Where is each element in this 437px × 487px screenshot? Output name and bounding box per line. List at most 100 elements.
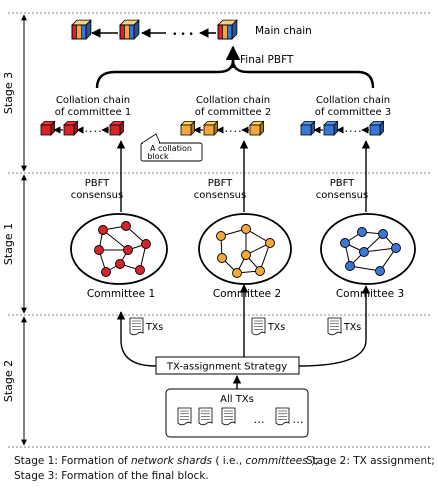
all-txs-document-icon-4 (275, 407, 290, 426)
committee-1-node (101, 267, 111, 277)
committees: Committee 1 Committee 2 Committee 3 (70, 213, 416, 300)
committee-2-node (241, 250, 251, 260)
committee-1-edge (102, 229, 129, 251)
committee-boundary-1 (70, 213, 168, 285)
all-txs-documents (177, 407, 290, 426)
final-pbft-brace (95, 59, 375, 89)
all-txs-ellipsis-1: … (254, 413, 265, 426)
txs-label-2: TXs (267, 322, 285, 333)
committee-2-node (265, 238, 275, 248)
pbft-label-3-line2: consensus (316, 190, 368, 201)
collation-block-2-a (180, 120, 196, 136)
collation-chain-title-2: Collation chain (196, 95, 270, 106)
committee-1-node (141, 239, 151, 249)
tx-arrow-committee-3 (298, 285, 371, 367)
callout-pointer (140, 133, 161, 144)
pbft-label-1-line1: PBFT (85, 178, 110, 189)
collation-block-2-c (249, 120, 265, 136)
caption-italic-network-shards: network shards (131, 455, 213, 467)
committee-2-node (217, 253, 227, 263)
committee-3: Committee 3 (320, 213, 416, 300)
main-chain-ellipsis: • • • (172, 30, 194, 40)
collation-chain-subtitle-3: of committee 3 (315, 107, 391, 118)
committee-2-edge (259, 242, 271, 272)
committee-3-node (345, 261, 355, 271)
collation-chain-subtitle-1: of committee 1 (55, 107, 131, 118)
caption-italic-committees: committees (245, 455, 308, 467)
stage3-label: Stage 3 (2, 72, 15, 114)
pbft-label-3-line1: PBFT (330, 178, 355, 189)
committee-1-node (135, 265, 145, 275)
collation-ellipsis-1: • • • • (85, 129, 102, 135)
main-chain-block-2 (119, 19, 140, 40)
stage2-label: Stage 2 (2, 360, 15, 402)
committee-1-node (121, 221, 131, 231)
txs-document-icon-3 (327, 317, 342, 336)
tx-arrow-committee-1 (116, 311, 157, 367)
callout-line2: block (147, 152, 169, 161)
all-txs-label: All TXs (220, 394, 254, 405)
committee-2-node (241, 224, 251, 234)
collation-block-callout: A collation block (140, 133, 203, 162)
main-chain-block-1 (71, 19, 92, 40)
caption-line1: Stage 1: Formation of network shards ( i… (14, 455, 319, 467)
stage1-label: Stage 1 (2, 223, 15, 265)
committee-1-node (123, 245, 133, 255)
callout-box (140, 142, 203, 162)
collation-chain-title-1: Collation chain (56, 95, 130, 106)
main-chain: • • • (71, 19, 238, 40)
committee-1: Committee 1 (70, 213, 168, 300)
collation-block-1-a (40, 120, 56, 136)
collation-ellipsis-3: • • • • (345, 129, 362, 135)
committee-boundary-3 (320, 213, 416, 285)
caption-suffix: ); (307, 455, 319, 467)
caption-prefix: Stage 1: Formation of (14, 455, 132, 467)
pbft-label-2-line2: consensus (194, 190, 246, 201)
committee-3-node (378, 229, 388, 239)
committee-1-node (98, 225, 108, 235)
collation-block-1-b (63, 120, 79, 136)
committee-2-node (216, 231, 226, 241)
committee-1-node (94, 245, 104, 255)
collation-block-3-b (323, 120, 339, 136)
all-txs-document-icon-2 (198, 407, 213, 426)
txs-label-3: TXs (343, 322, 361, 333)
all-txs-document-icon-3 (221, 407, 236, 426)
pbft-label-2-line1: PBFT (208, 178, 233, 189)
collation-ellipsis-2: • • • • (225, 129, 242, 135)
committee-3-node (359, 247, 369, 257)
all-txs-ellipsis-2: … (293, 413, 304, 426)
final-pbft-label: Final PBFT (240, 54, 294, 66)
collation-block-3-c (369, 120, 385, 136)
committee-label-2: Committee 2 (213, 288, 281, 300)
collation-block-3-a (300, 120, 316, 136)
committee-3-node (391, 243, 401, 253)
committee-2: Committee 2 (198, 213, 292, 300)
txs-document-icon-1 (129, 317, 144, 336)
main-chain-label: Main chain (255, 25, 312, 37)
committee-2-node (255, 266, 265, 276)
main-chain-block-3 (217, 19, 238, 40)
caption-line2: Stage 3: Formation of the final block. (14, 470, 209, 482)
collation-chain-title-3: Collation chain (316, 95, 390, 106)
committee-3-edge (363, 247, 397, 253)
tx-assignment-label: TX-assignment Strategy (166, 362, 287, 373)
committee-3-node (357, 227, 367, 237)
txs-document-icon-2 (251, 317, 266, 336)
caption-stage2: Stage 2: TX assignment; (306, 455, 435, 467)
pbft-label-1-line2: consensus (71, 190, 123, 201)
all-txs-document-icon-1 (177, 407, 192, 426)
committee-3-node (375, 266, 385, 276)
caption-mid: ( i.e., (212, 455, 246, 467)
collation-block-2-b (203, 120, 219, 136)
tx-assignment-box (155, 356, 300, 375)
callout-line1: A collation (150, 144, 192, 153)
committee-3-node (340, 238, 350, 248)
